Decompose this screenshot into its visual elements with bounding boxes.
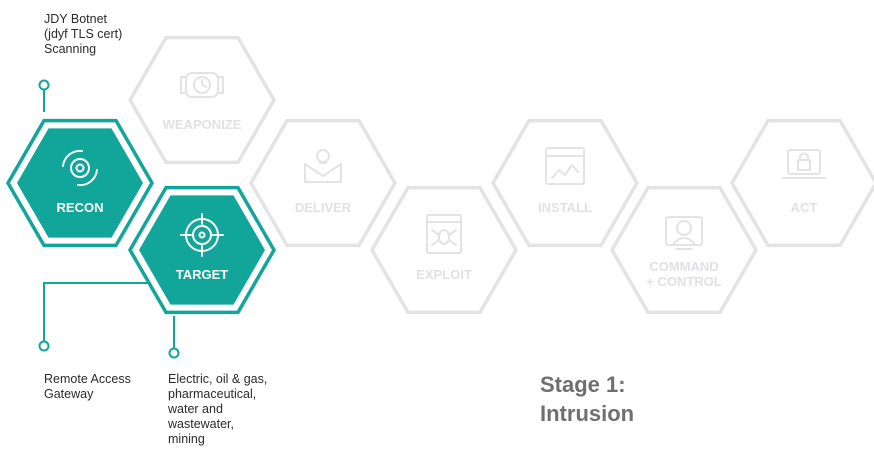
stage-label-command: COMMAND+ CONTROL xyxy=(646,259,722,289)
remote-access-annotation: Remote Access Gateway xyxy=(44,372,131,401)
hex-fill xyxy=(17,128,143,238)
connector-lines xyxy=(38,79,180,359)
hex-ring xyxy=(127,35,277,165)
stage-hex-exploit: EXPLOIT xyxy=(369,185,519,315)
stage-hex-target: TARGET xyxy=(127,185,277,315)
stage-hex-recon: RECON xyxy=(5,118,155,248)
stage-label-recon: RECON xyxy=(57,200,104,215)
crosshair-icon xyxy=(180,213,224,257)
sectors-connector-dot xyxy=(168,347,180,359)
hex-ring xyxy=(127,185,277,315)
hex-ring xyxy=(729,118,874,248)
stage-hex-command: COMMAND+ CONTROL xyxy=(609,185,759,315)
stage-title: Stage 1: Intrusion xyxy=(540,372,635,426)
stage-label-weaponize: WEAPONIZE xyxy=(163,117,242,132)
bug-window-icon xyxy=(426,214,462,254)
stage-label-act: ACT xyxy=(791,200,818,215)
recon-target-icon xyxy=(62,149,98,187)
operator-icon xyxy=(665,216,703,250)
stage-hex-weaponize: WEAPONIZE xyxy=(127,35,277,165)
stage-label-deliver: DELIVER xyxy=(295,200,352,215)
hex-ring xyxy=(5,118,155,248)
remote-access-connector-dot xyxy=(38,340,50,352)
hex-ring xyxy=(490,118,640,248)
install-window-icon xyxy=(545,147,585,185)
recon-annotation: JDY Botnet (jdyf TLS cert) Scanning xyxy=(44,12,123,56)
stage-label-install: INSTALL xyxy=(538,200,592,215)
recon-connector-dot xyxy=(38,79,50,91)
laptop-lock-icon xyxy=(782,149,826,179)
target-sectors-annotation: Electric, oil & gas, pharmaceutical, wat… xyxy=(168,372,268,446)
stage-hex-install: INSTALL xyxy=(490,118,640,248)
hex-ring xyxy=(248,118,398,248)
stage-hex-act: ACT xyxy=(729,118,874,248)
envelope-skull-icon xyxy=(304,149,342,183)
stage-label-exploit: EXPLOIT xyxy=(416,267,472,282)
hex-ring xyxy=(369,185,519,315)
stage-label-target: TARGET xyxy=(176,267,229,282)
bomb-icon xyxy=(180,72,224,98)
hex-ring xyxy=(609,185,759,315)
stage-hex-deliver: DELIVER xyxy=(248,118,398,248)
remote-access-connector-line xyxy=(43,282,148,342)
